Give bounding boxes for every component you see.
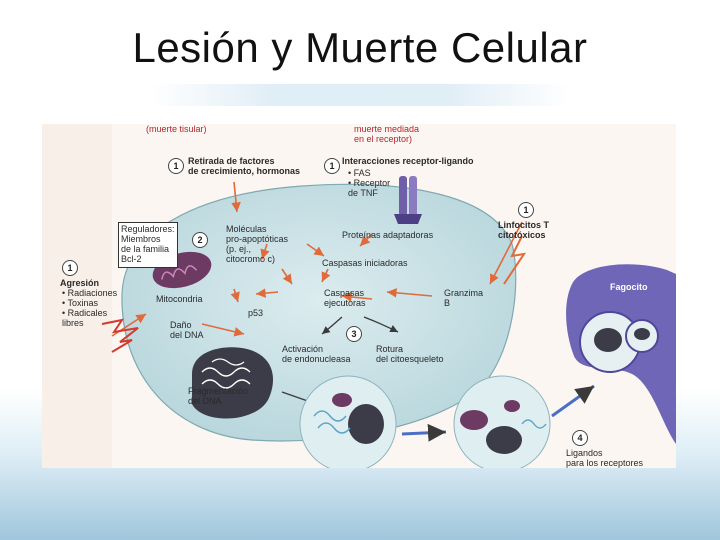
lymphocytes-label: Linfocitos T citotóxicos xyxy=(498,220,549,240)
regulators-label: Reguladores: Miembros de la familia Bcl-… xyxy=(121,224,175,264)
mitochondria-label: Mitocondria xyxy=(156,294,203,304)
dna-fragmentation-label: Fragmentación del DNA xyxy=(188,386,249,406)
regulators-box xyxy=(118,222,178,268)
nucleus-dna xyxy=(192,347,274,419)
phagocyte xyxy=(566,264,676,444)
step-number-3: 3 xyxy=(346,326,362,342)
apoptosis-diagram: (muerte tisular) muerte mediada en el re… xyxy=(42,124,676,468)
step-number-1b: 1 xyxy=(324,158,340,174)
proapoptotic-label: Moléculas pro-apoptóticas (p. ej., citoc… xyxy=(226,224,289,264)
aggression-title: Agresión xyxy=(60,278,100,288)
debris-to-cell-arrow xyxy=(401,423,447,442)
slide-title: Lesión y Muerte Celular xyxy=(132,24,588,71)
initiator-caspases-label: Caspasas iniciadoras xyxy=(322,258,408,268)
withdrawal-label: Retirada de factores de crecimiento, hor… xyxy=(188,156,301,176)
p53-label: p53 xyxy=(248,308,264,318)
receptor-ligands-label: Ligandos para los receptores xyxy=(566,448,644,468)
lymphocyte-arrow xyxy=(503,235,527,285)
receptor-ligand-title: Interacciones receptor-ligando xyxy=(342,156,474,166)
executor-caspases-label: Caspasas ejecutoras xyxy=(324,288,366,308)
cytoskeleton-label: Rotura del citoesqueleto xyxy=(376,344,444,364)
apoptotic-cell-2 xyxy=(453,375,551,468)
cell-to-phagocyte-arrow xyxy=(551,384,595,418)
faded-subtitle-band xyxy=(150,84,570,106)
step-number-4: 4 xyxy=(572,430,588,446)
left-margin-background-text xyxy=(42,124,112,468)
receptor-ligand-items: • FAS • Receptor de TNF xyxy=(348,168,391,198)
step-number-1a: 1 xyxy=(168,158,184,174)
top-right-header: muerte mediada en el receptor) xyxy=(354,124,420,144)
granzyme-label: Granzima B xyxy=(444,288,484,308)
dna-damage-label: Daño del DNA xyxy=(170,320,204,340)
adapter-proteins-label: Proteínas adaptadoras xyxy=(342,230,434,240)
aggression-lightning xyxy=(101,318,139,353)
endonuclease-label: Activación de endonucleasa xyxy=(282,344,351,364)
membrane-receptor xyxy=(394,176,422,224)
step-number-2: 2 xyxy=(192,232,208,248)
aggression-items: • Radiaciones • Toxinas • Radicales libr… xyxy=(62,288,118,328)
top-left-header: (muerte tisular) xyxy=(146,124,207,134)
step-number-1d: 1 xyxy=(62,260,78,276)
apoptotic-cell-1 xyxy=(299,375,397,468)
step-number-1c: 1 xyxy=(518,202,534,218)
phagocyte-label: Fagocito xyxy=(610,282,648,292)
